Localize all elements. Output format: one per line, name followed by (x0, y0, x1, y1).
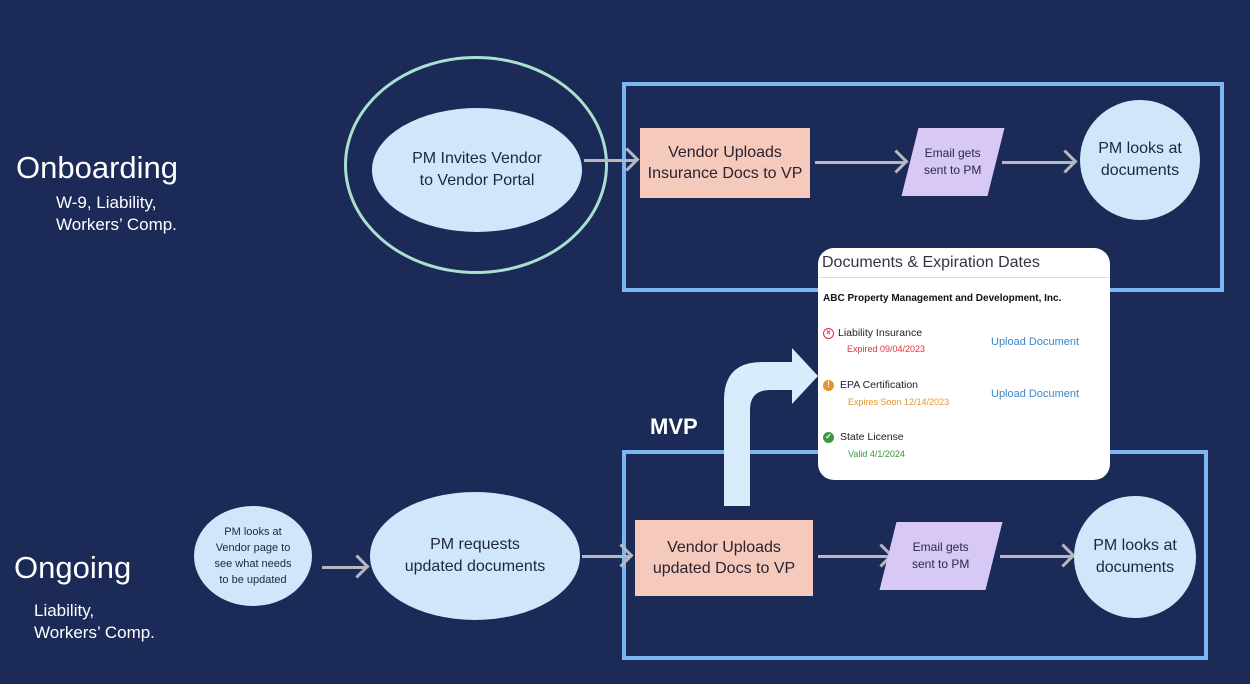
check-circle-icon: ✓ (823, 431, 834, 443)
arrow-invite-to-upload (584, 159, 636, 162)
request-documents-node: PM requests updated documents (370, 492, 580, 620)
documents-card: Documents & Expiration Dates ABC Propert… (818, 248, 1110, 480)
onboarding-subtitle: W-9, Liability, Workers’ Comp. (56, 192, 177, 236)
exclamation-circle-icon: ! (823, 379, 834, 391)
onboarding-email-label: Email gets sent to PM (924, 146, 982, 177)
highlight-ring (344, 56, 608, 274)
mvp-label: MVP (650, 414, 698, 439)
ongoing-review-node: PM looks at documents (1074, 496, 1196, 618)
arrow-email-to-review-ongoing (1000, 555, 1072, 558)
document-item-epa: ! EPA Certification Expires Soon 12/14/2… (823, 379, 949, 407)
document-name: EPA Certification (840, 379, 919, 391)
document-status: Expires Soon 12/14/2023 (848, 397, 950, 407)
ongoing-email-node: Email gets sent to PM (879, 522, 1003, 590)
arrow-upload-to-email (815, 161, 905, 164)
document-status: Valid 4/1/2024 (848, 449, 905, 459)
documents-card-title: Documents & Expiration Dates (822, 254, 1040, 271)
ongoing-subtitle-line1: Liability, (34, 601, 95, 620)
vendor-page-node: PM looks at Vendor page to see what need… (194, 506, 312, 606)
onboarding-upload-node: Vendor Uploads Insurance Docs to VP (640, 128, 810, 198)
document-status: Expired 09/04/2023 (847, 344, 926, 354)
mvp-bent-arrow (724, 348, 818, 506)
document-item-liability: × Liability Insurance Expired 09/04/2023 (823, 327, 925, 354)
upload-document-link-liability[interactable]: Upload Document (991, 336, 1080, 348)
document-item-state-license: ✓ State License Valid 4/1/2024 (823, 431, 905, 459)
arrow-request-to-upload (582, 555, 630, 558)
arrow-vendor-page-to-request (322, 566, 366, 569)
company-name: ABC Property Management and Development,… (823, 293, 1062, 304)
onboarding-subtitle-line1: W-9, Liability, (56, 193, 157, 212)
document-name: State License (840, 431, 904, 443)
invite-vendor-node: PM Invites Vendor to Vendor Portal (372, 108, 582, 232)
x-circle-icon: × (823, 327, 834, 339)
ongoing-email-label: Email gets sent to PM (912, 540, 970, 571)
arrow-email-to-review (1002, 161, 1074, 164)
onboarding-title: Onboarding (16, 150, 179, 185)
ongoing-subtitle: Liability, Workers’ Comp. (34, 600, 155, 644)
arrow-upload-to-email-ongoing (818, 555, 890, 558)
ongoing-title: Ongoing (14, 550, 132, 585)
onboarding-email-node: Email gets sent to PM (901, 128, 1005, 196)
onboarding-subtitle-line2: Workers’ Comp. (56, 215, 177, 234)
card-divider (818, 277, 1110, 278)
upload-document-link-epa[interactable]: Upload Document (991, 388, 1080, 400)
ongoing-upload-node: Vendor Uploads updated Docs to VP (635, 520, 813, 596)
document-name: Liability Insurance (838, 327, 923, 339)
onboarding-review-node: PM looks at documents (1080, 100, 1200, 220)
ongoing-subtitle-line2: Workers’ Comp. (34, 623, 155, 642)
